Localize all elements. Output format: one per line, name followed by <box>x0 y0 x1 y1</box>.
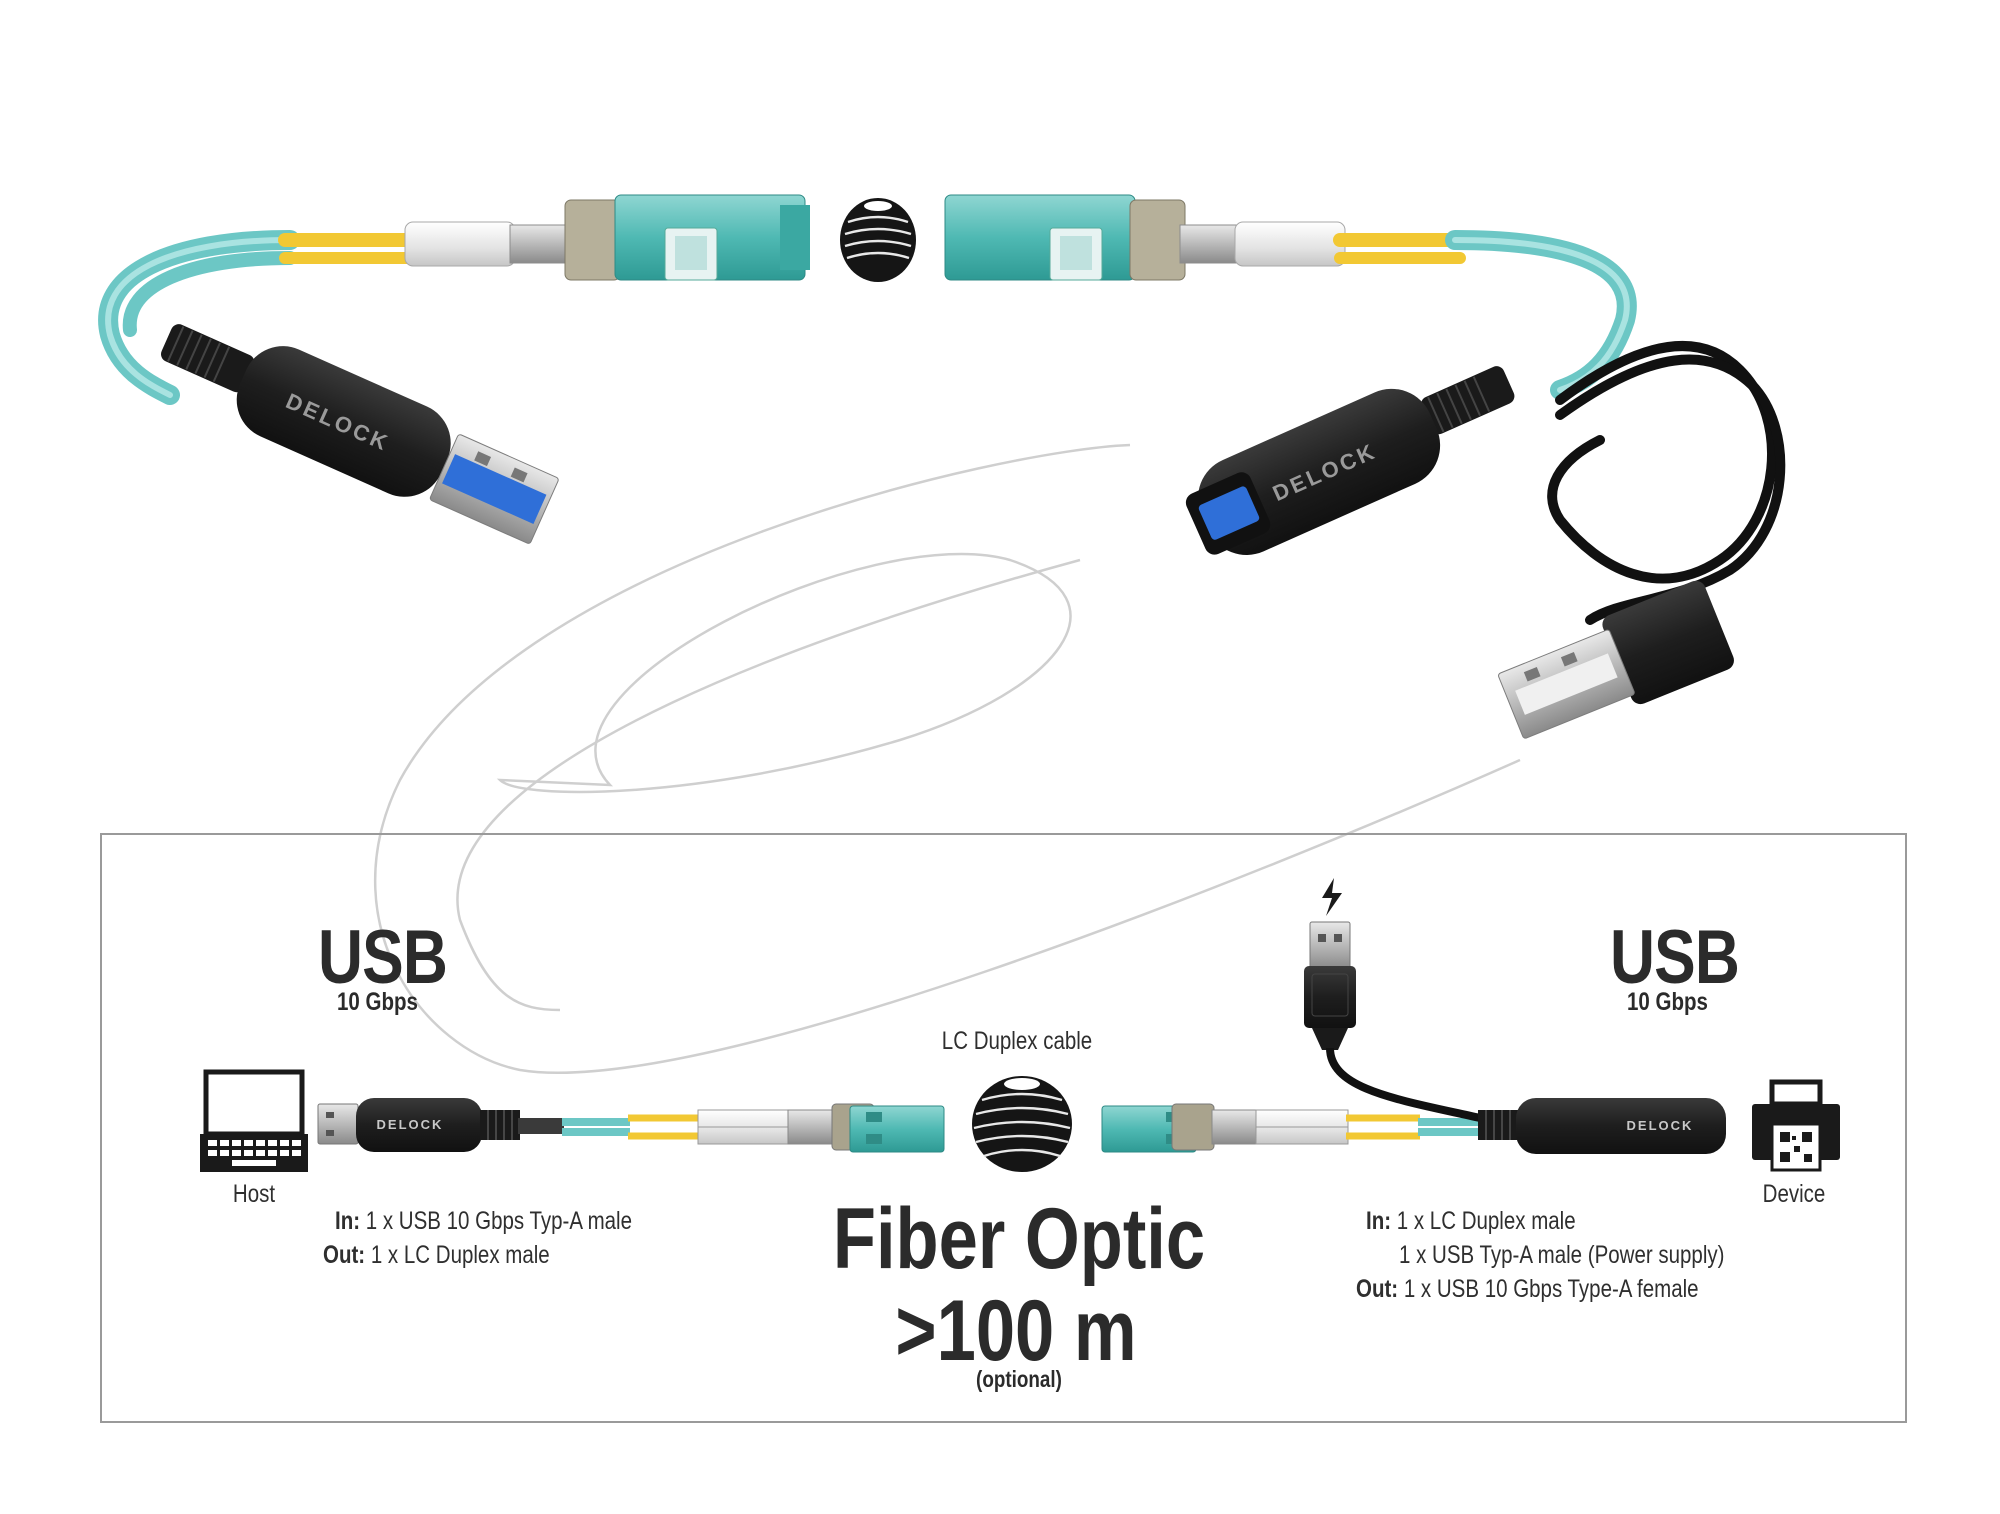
diagram-right-fiber <box>1346 1114 1480 1140</box>
left-spec-out: Out: 1 x LC Duplex male <box>323 1241 550 1269</box>
fiber-optic-title: Fiber Optic <box>832 1191 1206 1287</box>
diagram-frame <box>100 833 1907 1423</box>
diagram-left-fiber <box>562 1114 700 1140</box>
diagram-right-lc-plug <box>1171 1103 1349 1151</box>
right-usb-speed: 10 Gbps <box>1627 988 1708 1016</box>
right-spec-in: In: 1 x LC Duplex male <box>1366 1207 1576 1235</box>
lightning-icon <box>1322 878 1342 916</box>
diagram-left-lc-coupler <box>849 1105 945 1153</box>
left-fiber-cable <box>98 230 417 405</box>
left-usb-title: USB <box>318 915 448 1000</box>
background-swoosh <box>373 443 1521 1075</box>
right-spec-in-power: 1 x USB Typ-A male (Power supply) <box>1399 1241 1725 1269</box>
right-spec-out: Out: 1 x USB 10 Gbps Type-A female <box>1356 1275 1699 1303</box>
device-label: Device <box>1762 1180 1826 1208</box>
distance-label: >100 m <box>895 1283 1137 1379</box>
diagram-power-plug <box>1304 921 1481 1122</box>
right-fiber-cable <box>1333 230 1637 400</box>
svg-text:DELOCK: DELOCK <box>1627 1118 1694 1133</box>
power-usb-plug <box>1498 580 1734 739</box>
left-usb-transceiver: DELOCK <box>161 324 559 544</box>
svg-text:DELOCK: DELOCK <box>377 1117 444 1132</box>
left-usb-speed: 10 Gbps <box>337 988 418 1016</box>
right-usb-title: USB <box>1610 915 1740 1000</box>
printer-icon <box>1752 1079 1840 1172</box>
diagram-right-transceiver: DELOCK <box>1478 1098 1726 1154</box>
right-lc-connector <box>944 194 1346 281</box>
laptop-icon <box>200 1069 308 1172</box>
right-usb-transceiver: DELOCK <box>1185 366 1515 555</box>
cable-spool-icon <box>972 1076 1072 1172</box>
left-lc-connector <box>404 194 810 281</box>
diagram-left-transceiver: DELOCK <box>317 1098 564 1152</box>
left-spec-in: In: 1 x USB 10 Gbps Typ-A male <box>335 1207 633 1235</box>
diagram-left-lc-plug <box>697 1103 875 1151</box>
power-usb-cable <box>1547 341 1786 625</box>
cable-spool-top <box>840 198 916 282</box>
optional-label: (optional) <box>976 1366 1062 1392</box>
lc-duplex-cable-label: LC Duplex cable <box>941 1027 1093 1055</box>
host-label: Host <box>232 1180 276 1208</box>
